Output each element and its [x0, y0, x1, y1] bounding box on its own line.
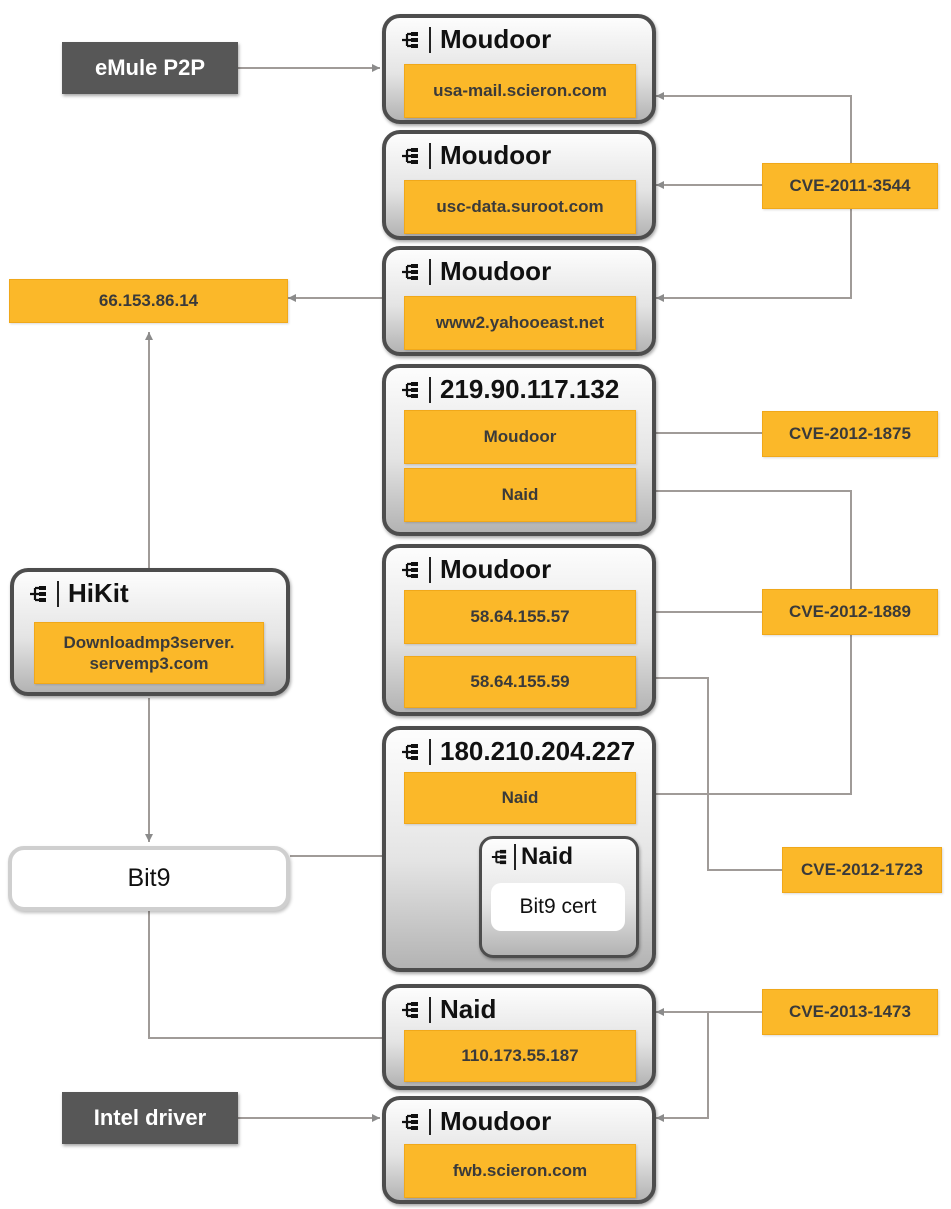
group-title: Moudoor — [440, 1106, 552, 1136]
group-naid-7: Naid 110.173.55.187 — [382, 984, 656, 1090]
arrow-cve-2012-1889-to-naid-180 — [634, 612, 852, 798]
ip-66-153-86-14: 66.153.86.14 — [9, 279, 288, 323]
group-header: Moudoor — [400, 1106, 551, 1137]
hierarchy-icon — [491, 849, 507, 865]
hierarchy-icon — [402, 147, 418, 164]
host-usc-data: usc-data.suroot.com — [404, 180, 636, 234]
arrow-cve-2012-1723-to-58-64-155-59 — [634, 674, 782, 871]
group-title: 219.90.117.132 — [440, 374, 620, 404]
hierarchy-icon — [402, 1001, 418, 1018]
group-title: Moudoor — [440, 140, 552, 170]
item-naid: Naid — [404, 468, 636, 522]
hikit-title: HiKit — [68, 578, 129, 608]
group-header: Moudoor — [400, 256, 551, 287]
inner-group-naid: Naid Bit9 cert — [479, 836, 639, 958]
group-180-210-204-227: 180.210.204.227 Naid Naid Bit9 cert — [382, 726, 656, 972]
group-moudoor-2: Moudoor usc-data.suroot.com — [382, 130, 656, 240]
group-title: Naid — [440, 994, 497, 1024]
hikit-domain-line-1: Downloadmp3server. — [63, 632, 235, 652]
item-naid-180: Naid — [404, 772, 636, 824]
group-title: 180.210.204.227 — [440, 736, 636, 766]
arrow-cve-2011-3544-to-usa-mail — [656, 92, 852, 187]
group-moudoor-1: Moudoor usa-mail.scieron.com — [382, 14, 656, 124]
arrow-cve-2013-1473-to-moudoor-group — [656, 1012, 709, 1122]
hierarchy-icon — [402, 381, 418, 398]
arrow-cve-2012-1889-to-naid — [634, 487, 852, 612]
intel-driver-label: Intel driver — [62, 1092, 238, 1144]
group-header: Moudoor — [400, 554, 551, 585]
group-moudoor-3: Moudoor www2.yahooeast.net — [382, 246, 656, 356]
hierarchy-icon — [402, 743, 418, 760]
group-header: Naid — [400, 994, 496, 1025]
inner-group-header: Naid — [490, 843, 573, 871]
group-title: Moudoor — [440, 256, 552, 286]
hikit-group: HiKit Downloadmp3server. servemp3.com — [10, 568, 290, 696]
group-title: Moudoor — [440, 24, 552, 54]
host-usa-mail: usa-mail.scieron.com — [404, 64, 636, 118]
hierarchy-icon — [402, 263, 418, 280]
cve-2013-1473: CVE-2013-1473 — [762, 989, 938, 1035]
cve-2012-1723: CVE-2012-1723 — [782, 847, 942, 893]
group-title: Moudoor — [440, 554, 552, 584]
hikit-group-header: HiKit — [28, 578, 129, 609]
group-moudoor-5: Moudoor 58.64.155.57 58.64.155.59 — [382, 544, 656, 716]
hikit-domain-line-2: servemp3.com — [89, 654, 209, 673]
inner-group-title: Naid — [521, 843, 574, 870]
ip-110-173-55-187: 110.173.55.187 — [404, 1030, 636, 1082]
arrow-cve-2011-3544-to-www2 — [656, 187, 852, 302]
cve-2012-1875: CVE-2012-1875 — [762, 411, 938, 457]
host-www2-yahooeast: www2.yahooeast.net — [404, 296, 636, 350]
group-moudoor-8: Moudoor fwb.scieron.com — [382, 1096, 656, 1204]
group-header: 219.90.117.132 — [400, 374, 619, 405]
ip-58-64-155-57: 58.64.155.57 — [404, 590, 636, 644]
group-header: 180.210.204.227 — [400, 736, 635, 767]
group-219-90-117-132: 219.90.117.132 Moudoor Naid — [382, 364, 656, 536]
hierarchy-icon — [402, 1113, 418, 1130]
hierarchy-icon — [402, 31, 418, 48]
host-fwb-scieron: fwb.scieron.com — [404, 1144, 636, 1198]
arrow-bit9-to-110-173 — [148, 905, 404, 1042]
item-moudoor: Moudoor — [404, 410, 636, 464]
group-header: Moudoor — [400, 140, 551, 171]
hierarchy-icon — [30, 585, 46, 602]
hierarchy-icon — [402, 561, 418, 578]
bit9-box: Bit9 — [8, 846, 290, 911]
group-header: Moudoor — [400, 24, 551, 55]
bit9-cert: Bit9 cert — [491, 883, 625, 931]
emule-p2p-label: eMule P2P — [62, 42, 238, 94]
cve-2012-1889: CVE-2012-1889 — [762, 589, 938, 635]
hikit-domain: Downloadmp3server. servemp3.com — [34, 622, 264, 684]
ip-58-64-155-59: 58.64.155.59 — [404, 656, 636, 708]
cve-2011-3544: CVE-2011-3544 — [762, 163, 938, 209]
